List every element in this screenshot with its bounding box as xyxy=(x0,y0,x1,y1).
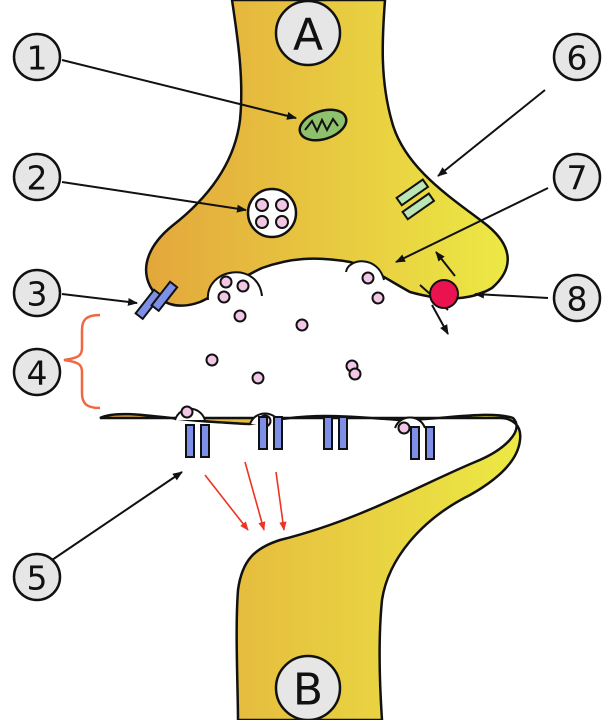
callout-5-label: 5 xyxy=(27,559,48,598)
presynaptic-label: A xyxy=(293,10,323,61)
callout-arrow-1 xyxy=(61,59,297,120)
synaptic-cleft-bracket xyxy=(63,313,101,410)
postsynaptic-receptors xyxy=(185,416,435,460)
neurotransmitter-molecules xyxy=(180,271,411,435)
presynaptic-channel xyxy=(134,280,179,321)
callout-arrow-3 xyxy=(61,293,138,306)
docked-vesicle xyxy=(345,260,385,281)
presynaptic-label-badge: A xyxy=(274,0,342,67)
callout-arrow-2 xyxy=(61,181,247,213)
postsynaptic-label-badge: B xyxy=(274,654,342,720)
reuptake-transporter xyxy=(419,251,459,335)
callout-7: 7 xyxy=(552,152,602,202)
mitochondrion xyxy=(298,108,348,142)
autoreceptor xyxy=(395,178,436,221)
callout-3: 3 xyxy=(12,268,62,318)
callout-arrow-7 xyxy=(395,187,549,263)
callout-4-label: 4 xyxy=(27,354,48,393)
callout-2: 2 xyxy=(12,152,62,202)
callout-7-label: 7 xyxy=(567,159,588,198)
callout-8-label: 8 xyxy=(567,280,588,319)
callout-5: 5 xyxy=(12,552,62,602)
callout-8: 8 xyxy=(552,273,602,323)
callout-6-label: 6 xyxy=(567,39,588,78)
callout-4: 4 xyxy=(12,347,62,397)
callout-3-label: 3 xyxy=(27,275,48,314)
callout-6: 6 xyxy=(552,32,602,82)
callout-arrow-5 xyxy=(51,471,183,561)
presynaptic-terminal xyxy=(144,0,509,307)
callout-arrow-6 xyxy=(437,89,546,177)
callout-1-label: 1 xyxy=(27,39,48,78)
synaptic-vesicle xyxy=(246,187,298,239)
callout-arrow-8 xyxy=(474,290,549,299)
callout-2-label: 2 xyxy=(27,159,48,198)
callout-1: 1 xyxy=(12,32,62,82)
postsynaptic-label: B xyxy=(293,665,323,716)
signal-arrows xyxy=(204,461,287,531)
